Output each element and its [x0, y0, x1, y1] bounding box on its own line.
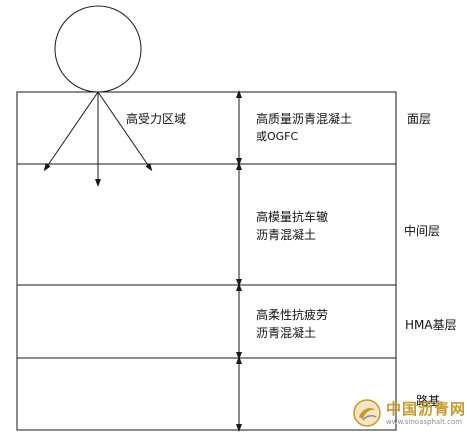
surface-layer-name: 面层 — [407, 112, 432, 126]
base-layer-material-line-1: 高柔性抗疲劳 — [256, 308, 329, 322]
subgrade-layer-name: 路基 — [416, 394, 441, 408]
surface-layer-material-line-2: 或OGFC — [256, 130, 299, 143]
surface-layer-material-line-1: 高质量沥青混凝土 — [256, 112, 353, 126]
wheel-circle — [54, 5, 142, 93]
load-arrow-left — [43, 91, 99, 172]
base-layer-material-line-2: 沥青混凝土 — [256, 326, 317, 340]
watermark: 中国沥青网 www.sinoasphalt.com — [352, 398, 466, 428]
middle-layer-name: 中间层 — [404, 224, 441, 238]
layer-stack-outline — [16, 91, 397, 431]
sinoasphalt-logo-icon — [353, 399, 381, 427]
middle-layer-material-line-1: 高模量抗车辙 — [256, 210, 329, 224]
load-arrow-right — [97, 91, 153, 172]
middle-layer-material-line-2: 沥青混凝土 — [256, 228, 317, 242]
watermark-name: 中国沥青网 — [386, 399, 467, 418]
base-layer-name: HMA基层 — [405, 318, 457, 332]
high-stress-zone-label: 高受力区域 — [126, 112, 187, 126]
watermark-url: www.sinoasphalt.com — [386, 417, 463, 426]
